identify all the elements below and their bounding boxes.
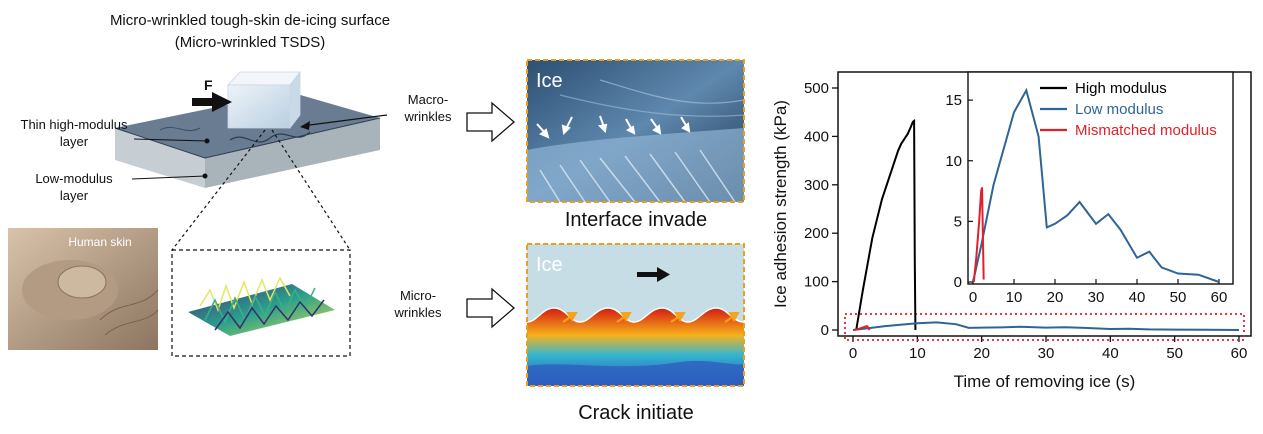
zoom-region-box <box>844 313 1245 341</box>
panel-title-line1: Micro-wrinkled tough-skin de-icing surfa… <box>110 12 390 29</box>
human-skin-photo <box>8 228 159 350</box>
inset-x-tick-label: 40 <box>1129 289 1146 306</box>
x-tick-label: 60 <box>1231 345 1248 362</box>
legend-label: High modulus <box>1075 80 1167 97</box>
wrinkle-topography <box>188 276 335 336</box>
force-arrow <box>192 92 232 112</box>
caption-crack-initiate: Crack initiate <box>578 402 694 424</box>
force-label: F <box>204 77 213 93</box>
x-tick-label: 20 <box>973 345 990 362</box>
low-modulus-label-line1: Low-modulus <box>35 171 113 186</box>
low-modulus-dot <box>202 173 208 179</box>
inset-y-tick-label: 5 <box>954 213 962 230</box>
ice-label-top: Ice <box>536 70 563 92</box>
inset-y-tick-label: 10 <box>945 153 962 170</box>
inset-y-tick-label: 15 <box>945 92 962 109</box>
simulation-frame <box>526 243 745 387</box>
ice-label-bottom: Ice <box>536 254 563 276</box>
x-tick-label: 10 <box>909 345 926 362</box>
high-modulus-leader <box>133 138 208 142</box>
inset-x-tick-label: 10 <box>1006 289 1023 306</box>
caption-interface-invade: Interface invade <box>565 209 707 231</box>
x-tick-label: 30 <box>1038 345 1055 362</box>
y-tick-label: 400 <box>804 128 829 145</box>
macro-wrinkles-label-line1: Macro- <box>408 92 448 107</box>
macro-wrinkles-leader-head <box>300 121 310 130</box>
macro-arrow-icon <box>466 101 515 143</box>
inset-x-tick-label: 30 <box>1088 289 1105 306</box>
inset-frame <box>967 71 1234 285</box>
human-skin-label: Human skin <box>68 235 131 249</box>
inset-x-tick-label: 0 <box>969 289 977 306</box>
inset-y-tick-label: 0 <box>954 274 962 291</box>
series-line-mismatched-modulus <box>854 325 871 331</box>
x-tick-label: 50 <box>1166 345 1183 362</box>
micro-arrow-icon <box>466 287 515 329</box>
low-modulus-label-line2: layer <box>60 188 89 203</box>
crack-simulation <box>526 243 745 387</box>
panel-title-line2: (Micro-wrinkled TSDS) <box>175 34 326 51</box>
main-series-group <box>852 118 1240 331</box>
high-modulus-dot <box>204 138 210 144</box>
y-tick-label: 0 <box>821 322 829 339</box>
inset-x-tick-label: 50 <box>1170 289 1187 306</box>
x-tick-label: 0 <box>849 345 857 362</box>
interface-photo <box>526 59 745 203</box>
middle-panel: Macro- wrinkles Micro- wrinkles Ice <box>300 59 745 424</box>
y-tick-label: 200 <box>804 225 829 242</box>
legend-label: Mismatched modulus <box>1075 122 1217 139</box>
high-modulus-label-line1: Thin high-modulus <box>21 117 128 132</box>
macro-wrinkles-leader <box>301 114 388 127</box>
inset-x-tick-label: 20 <box>1047 289 1064 306</box>
ice-cube <box>227 70 301 130</box>
left-panel: Micro-wrinkled tough-skin de-icing surfa… <box>8 12 390 357</box>
legend-label: Low modulus <box>1075 101 1163 118</box>
inset-x-tick-label: 60 <box>1211 289 1228 306</box>
x-tick-label: 40 <box>1102 345 1119 362</box>
series-line-low-modulus <box>852 321 1240 331</box>
y-tick-label: 300 <box>804 177 829 194</box>
inset-series-line-mismatched-modulus <box>972 187 985 283</box>
series-line-high-modulus <box>855 118 917 331</box>
micro-wrinkles-label-line2: wrinkles <box>394 305 442 320</box>
inset-axes: 0 10 20 30 40 50 60 0 5 10 15 <box>945 71 1234 306</box>
wrinkle-zoom-box <box>171 249 351 357</box>
inset-series-line-low-modulus <box>972 87 1220 283</box>
zoom-line-left <box>171 129 266 251</box>
y-tick-label: 500 <box>804 80 829 97</box>
inset-series-group <box>972 87 1220 283</box>
low-modulus-leader <box>131 175 206 180</box>
y-tick-label: 100 <box>804 274 829 291</box>
micro-wrinkles-label-line1: Micro- <box>400 288 436 303</box>
x-axis-label: Time of removing ice (s) <box>954 372 1136 391</box>
interface-photo-frame <box>526 59 745 203</box>
y-axis-label: Ice adhesion strength (kPa) <box>771 100 790 308</box>
high-modulus-label-line2: layer <box>60 134 89 149</box>
macro-wrinkles-label-line2: wrinkles <box>404 109 452 124</box>
sliding-arrow-icon <box>657 267 670 282</box>
